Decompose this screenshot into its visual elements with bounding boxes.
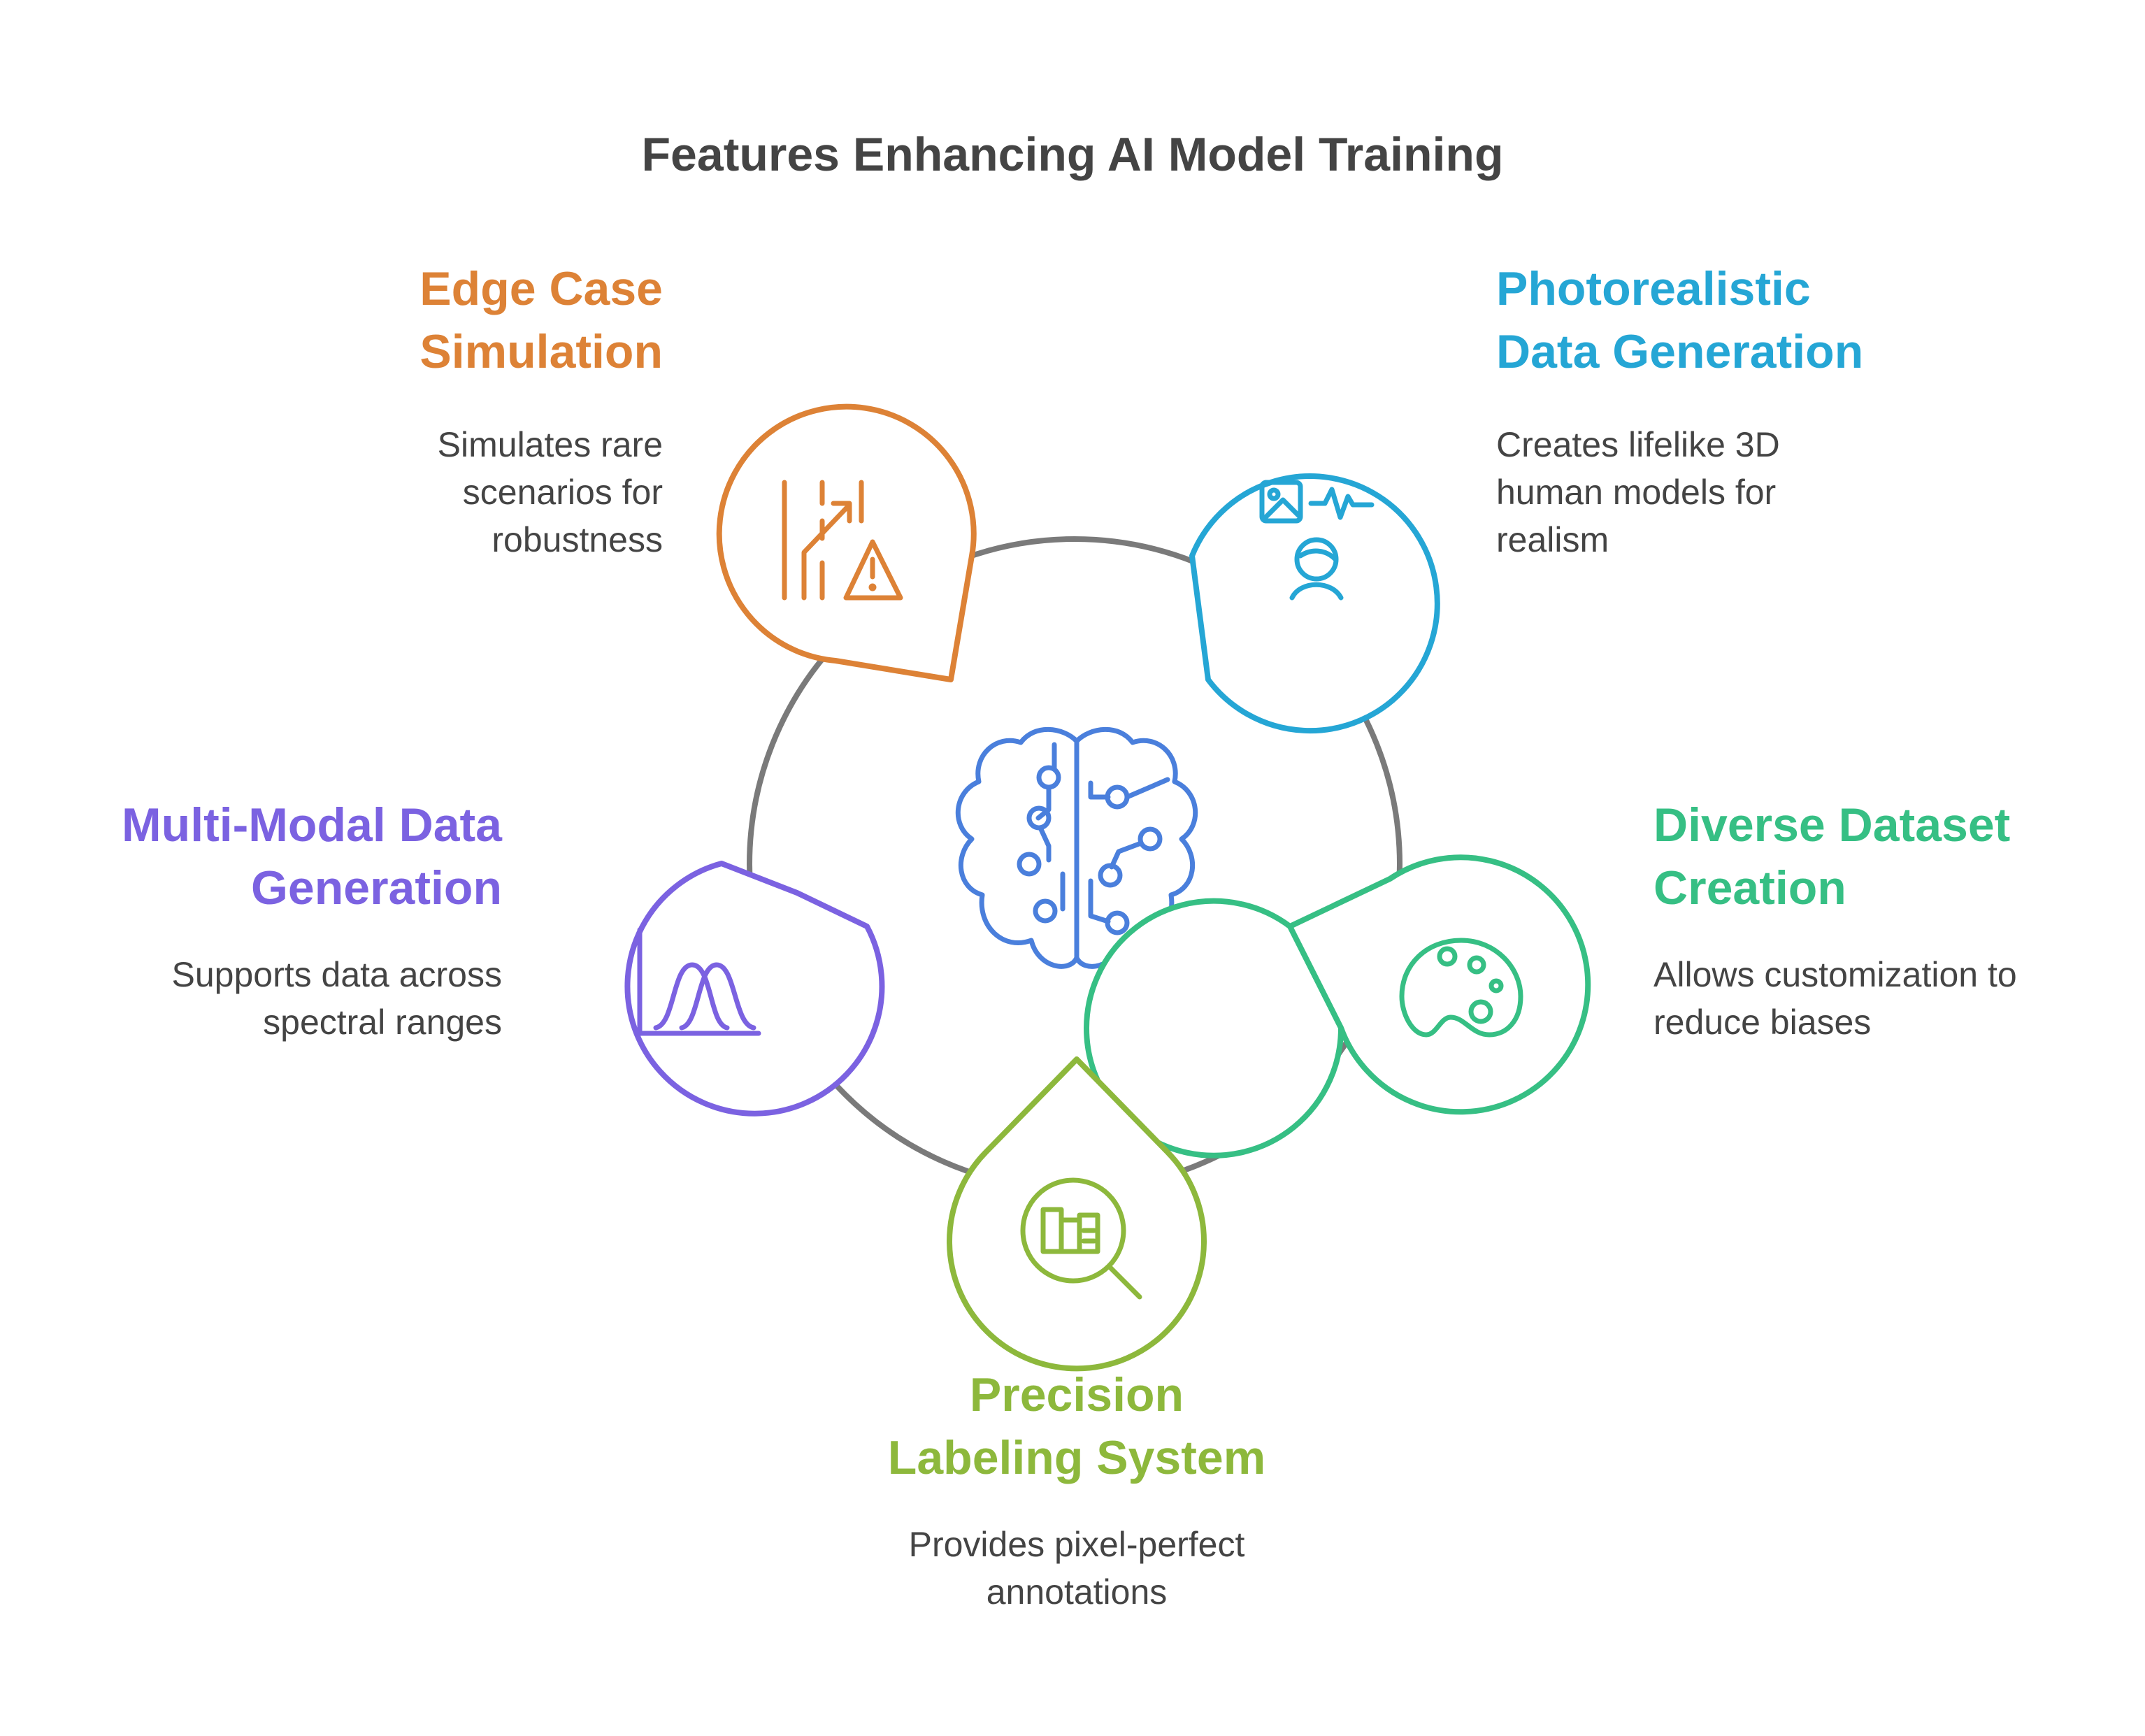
- road-warning-icon: [782, 480, 903, 601]
- desc-line: spectral ranges: [263, 1003, 502, 1042]
- image-person-icon: [1259, 480, 1375, 601]
- desc-line: Simulates rare: [437, 425, 663, 464]
- magnifier-chart-icon: [1020, 1177, 1142, 1300]
- title-line: Diverse Dataset: [1653, 798, 2011, 852]
- desc-line: reduce biases: [1653, 1003, 1872, 1042]
- title-line: Creation: [1653, 861, 1846, 914]
- desc-line: realism: [1496, 520, 1609, 559]
- palette-icon: [1399, 938, 1523, 1038]
- precision-description: Provides pixel-perfect annotations: [797, 1521, 1356, 1616]
- diverse-title: Diverse Dataset Creation: [1653, 794, 2010, 919]
- title-line: Generation: [251, 861, 502, 914]
- title-line: Photorealistic: [1496, 262, 1811, 315]
- desc-line: Allows customization to: [1653, 955, 2017, 994]
- photorealistic-description: Creates lifelike 3D human models for rea…: [1496, 421, 1780, 564]
- desc-line: Supports data across: [171, 955, 503, 994]
- edge-case-description: Simulates rare scenarios for robustness: [438, 421, 663, 564]
- spectrum-chart-icon: [637, 927, 761, 1036]
- photorealistic-pin: [1189, 473, 1440, 734]
- diverse-description: Allows customization to reduce biases: [1653, 951, 2017, 1046]
- title-line: Data Generation: [1496, 325, 1864, 378]
- diverse-pin: [1084, 854, 1591, 1158]
- desc-line: human models for: [1496, 473, 1777, 512]
- title-line: Labeling System: [887, 1431, 1266, 1484]
- title-line: Edge Case: [419, 262, 663, 315]
- title-line: Simulation: [419, 325, 663, 378]
- edge-case-title: Edge Case Simulation: [419, 257, 663, 383]
- precision-title: Precision Labeling System: [797, 1363, 1356, 1489]
- multimodal-title: Multi-Modal Data Generation: [122, 794, 502, 919]
- photorealistic-title: Photorealistic Data Generation: [1496, 257, 1863, 383]
- precision-pin: [947, 1056, 1207, 1372]
- desc-line: Provides pixel-perfect: [908, 1525, 1245, 1564]
- desc-line: annotations: [986, 1572, 1168, 1612]
- desc-line: robustness: [492, 520, 663, 559]
- edge-case-pin: [716, 403, 977, 682]
- multimodal-description: Supports data across spectral ranges: [172, 951, 503, 1046]
- desc-line: scenarios for: [462, 473, 663, 512]
- title-line: Precision: [969, 1368, 1184, 1421]
- title-line: Multi-Modal Data: [122, 798, 502, 852]
- page-title: Features Enhancing AI Model Training: [641, 128, 1504, 181]
- multimodal-pin: [624, 861, 885, 1117]
- desc-line: Creates lifelike 3D: [1496, 425, 1780, 464]
